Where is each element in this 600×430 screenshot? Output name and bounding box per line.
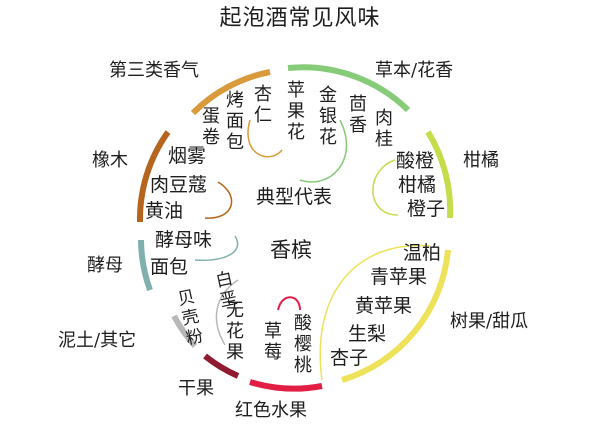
flavor-cantaloupe: 温柏 [403,242,442,264]
category-earth: 泥土/其它 [58,330,137,351]
center-champagne-label: 香槟 [270,238,312,262]
arc-earth [171,314,198,349]
arc-orchard [341,249,451,383]
category-orchard: 树果/甜瓜 [450,311,529,332]
flavor-apricot: 杏子 [330,347,369,369]
flavor-cinnamon: 肉桂 [375,108,393,150]
flavor-yellow-apple: 黄苹果 [355,295,413,317]
flavor-mandarin: 柑橘 [398,174,437,196]
flavor-butter: 黄油 [145,200,184,222]
category-herbal: 草本/花香 [375,60,454,81]
center-typical-label: 典型代表 [256,186,333,208]
curve-oak [204,181,233,219]
flavor-strawberry: 草莓 [264,321,282,363]
category-tertiary: 第三类香气 [109,60,199,81]
flavor-toast: 烤面包 [226,90,244,153]
flavor-nutmeg: 肉豆蔻 [150,174,208,196]
category-oak: 橡木 [92,150,128,171]
flavor-apple-blossom: 苹果花 [287,80,305,143]
flavor-bitter-orange: 酸橙 [396,150,435,172]
category-citrus: 柑橘 [463,150,499,171]
arc-oak [136,130,171,223]
flavor-bread: 面包 [150,256,189,278]
flavor-egg-roll: 蛋卷 [202,106,220,148]
curve-orchard [319,244,431,381]
flavor-fennel: 茴香 [349,94,367,136]
curve-red [277,296,301,311]
curve-tertiary [247,119,283,158]
diagram-title: 起泡酒常见风味 [219,6,381,31]
curve-herbal [299,119,348,183]
arc-tertiary [190,69,271,116]
flavor-honeysuckle: 金银花 [319,85,337,148]
flavor-almond: 杏仁 [254,84,272,126]
flavor-green-apple: 青苹果 [370,266,428,288]
arc-yeast [138,239,153,292]
flavor-pear: 生梨 [348,323,387,345]
flavor-cherry: 酸樱桃 [294,313,312,376]
category-red: 红色水果 [235,400,307,421]
flavor-yeast: 酵母味 [155,229,213,251]
curve-citrus [372,159,399,216]
arc-red [249,379,323,392]
arc-dried [203,353,240,379]
category-yeast: 酵母 [87,255,123,276]
category-dried: 干果 [178,378,214,399]
curve-earth [215,279,239,346]
arc-herbal [287,64,411,113]
flavor-smoke: 烟雾 [168,145,207,167]
arc-citrus [425,130,454,219]
flavor-orange: 橙子 [407,198,446,220]
curve-yeast [194,235,239,261]
flavor-fig: 无花果 [226,300,244,363]
